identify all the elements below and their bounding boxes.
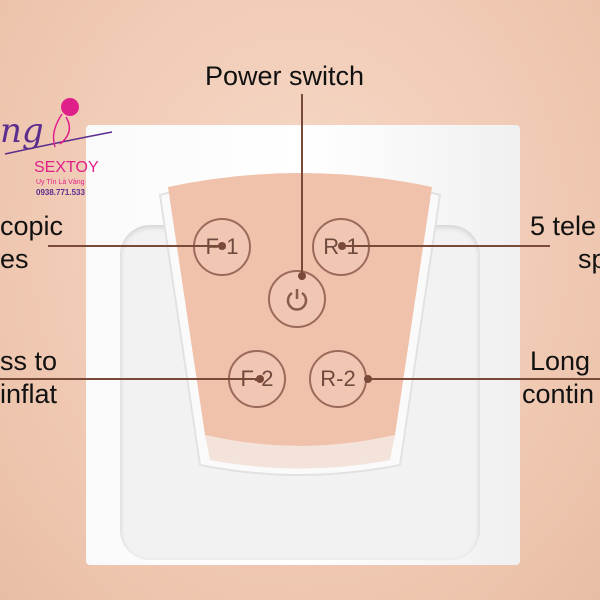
r2-callout-dot	[364, 375, 372, 383]
f2-callout-line	[0, 378, 262, 380]
right-bottom-line2: contin	[522, 379, 595, 409]
f2-callout-dot	[256, 375, 264, 383]
right-top-line2: sp	[578, 244, 600, 274]
right-bottom-line1: Long	[530, 346, 591, 376]
svg-text:0938.771.533: 0938.771.533	[36, 188, 85, 197]
left-top-line2: es	[0, 244, 29, 274]
r2-callout-line	[368, 378, 600, 380]
watermark-logo: ng SEXTOY Uy Tín Là Vàng 0938.771.533	[0, 92, 135, 202]
power-callout-dot	[298, 272, 306, 280]
left-top-line1: copic	[0, 211, 64, 241]
left-bottom-line2: inflat	[0, 379, 58, 409]
svg-text:ng: ng	[0, 111, 44, 151]
f1-callout-dot	[218, 242, 226, 250]
power-switch-label: Power switch	[205, 61, 365, 91]
r1-callout-line	[343, 245, 550, 247]
svg-text:SEXTOY: SEXTOY	[34, 159, 99, 176]
svg-text:Uy Tín Là Vàng: Uy Tín Là Vàng	[36, 179, 85, 186]
right-top-line1: 5 tele	[530, 211, 597, 241]
left-bottom-line1: ss to	[0, 346, 58, 376]
power-button[interactable]	[268, 270, 326, 328]
f1-callout-line	[48, 245, 224, 247]
r1-callout-dot	[338, 242, 346, 250]
power-icon	[286, 289, 308, 311]
button-panel	[150, 165, 450, 500]
r2-label: R-2	[320, 366, 356, 391]
power-callout-line	[301, 94, 303, 280]
f1-button[interactable]: F-1	[193, 218, 251, 276]
r2-button[interactable]: R-2	[309, 350, 367, 408]
